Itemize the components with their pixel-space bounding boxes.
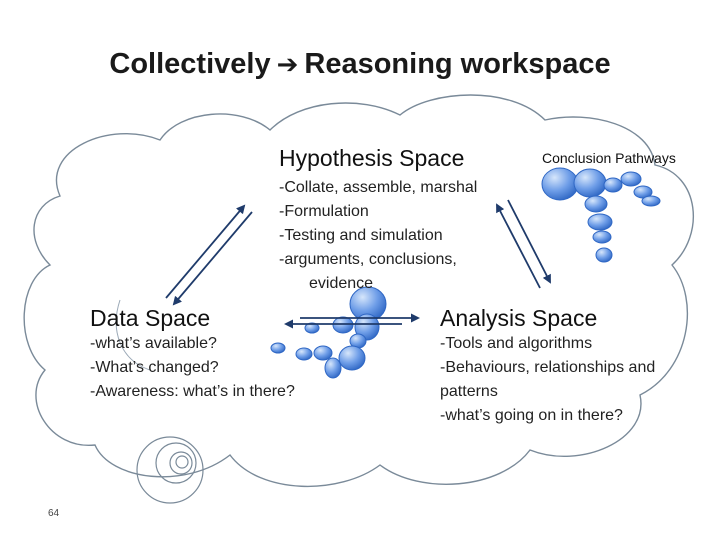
data-space-list: -what’s available? -What’s changed? -Awa…	[90, 332, 295, 404]
hypothesis-line: -Testing and simulation	[279, 224, 477, 248]
title-left: Collectively	[109, 48, 270, 80]
hypothesis-line: -Collate, assemble, marshal	[279, 176, 477, 200]
right-arrow-icon: ➔	[277, 49, 299, 79]
data-space-heading: Data Space	[90, 305, 210, 332]
analysis-space-line: -Behaviours, relationships and	[440, 356, 655, 380]
data-space-line: -what’s available?	[90, 332, 295, 356]
page-title: Collectively➔Reasoning workspace	[0, 48, 720, 81]
hypothesis-space-list: -Collate, assemble, marshal -Formulation…	[279, 176, 477, 296]
analysis-space-heading: Analysis Space	[440, 305, 597, 332]
hypothesis-line: -Formulation	[279, 200, 477, 224]
conclusion-pathways-heading: Conclusion Pathways	[542, 150, 676, 166]
analysis-space-line: -what’s going on in there?	[440, 404, 655, 428]
data-space-line: -Awareness: what’s in there?	[90, 380, 295, 404]
title-right: Reasoning workspace	[304, 48, 610, 80]
data-space-line: -What’s changed?	[90, 356, 295, 380]
page-number: 64	[48, 508, 59, 519]
analysis-space-list: -Tools and algorithms -Behaviours, relat…	[440, 332, 655, 428]
hypothesis-space-heading: Hypothesis Space	[279, 145, 464, 172]
hypothesis-line: evidence	[279, 272, 477, 296]
hypothesis-line: -arguments, conclusions,	[279, 248, 477, 272]
analysis-space-line: patterns	[440, 380, 655, 404]
analysis-space-line: -Tools and algorithms	[440, 332, 655, 356]
